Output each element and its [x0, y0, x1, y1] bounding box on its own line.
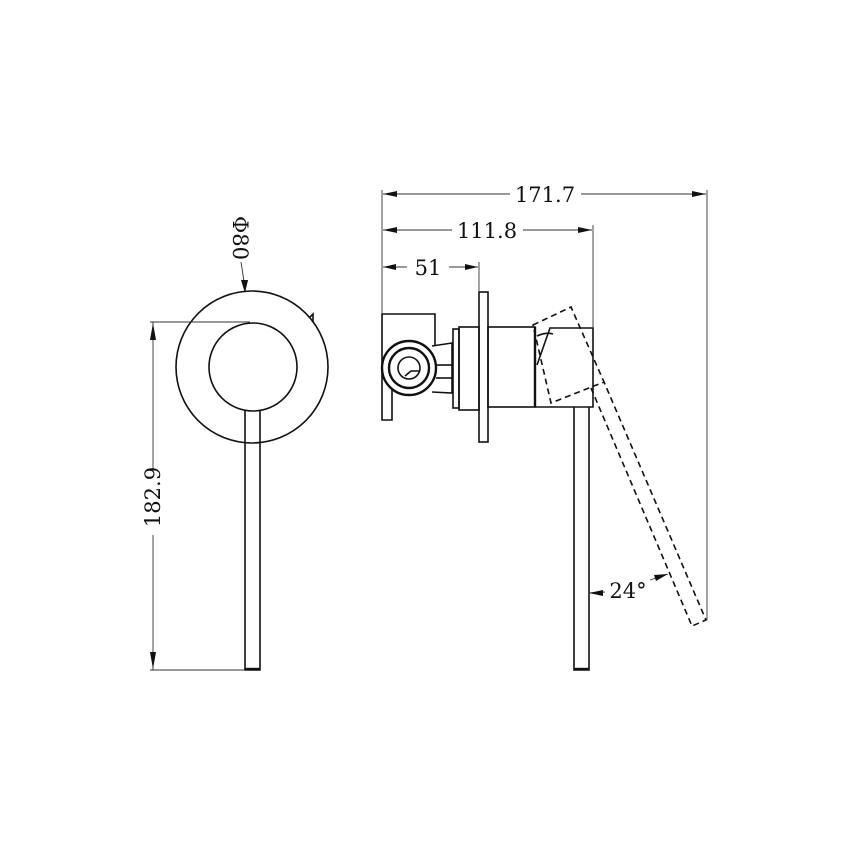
- cover-plate-outline: [175, 290, 329, 444]
- diameter-dimension: Φ80: [228, 216, 252, 293]
- front-view: Φ80 182.9: [141, 216, 329, 671]
- body-length-dimension: 111.8: [383, 219, 594, 328]
- handle-hub-side: [535, 327, 594, 408]
- height-dimension: 182.9: [141, 321, 250, 671]
- wall-plate-side: [478, 291, 489, 443]
- plate-offset-label: 51: [415, 256, 442, 280]
- cover-plate-tab: [309, 312, 314, 322]
- lever-handle-side: [573, 407, 590, 671]
- body-length-label: 111.8: [457, 219, 517, 243]
- valve-body: [380, 313, 480, 421]
- height-label: 182.9: [141, 467, 165, 527]
- lever-handle-rotated-dashed: [532, 305, 708, 628]
- spindle-body: [487, 326, 537, 408]
- overall-length-dimension: 171.7: [381, 183, 708, 620]
- overall-length-label: 171.7: [515, 183, 575, 207]
- plate-offset-dimension: 51: [383, 256, 480, 292]
- lever-angle-dimension: 24°: [588, 573, 669, 603]
- lever-angle-label: 24°: [609, 579, 646, 603]
- handle-hub-outline: [208, 322, 298, 412]
- lever-handle-front: [244, 410, 261, 671]
- diameter-label: Φ80: [228, 216, 252, 260]
- side-view: 171.7 111.8 51 24°: [380, 183, 708, 671]
